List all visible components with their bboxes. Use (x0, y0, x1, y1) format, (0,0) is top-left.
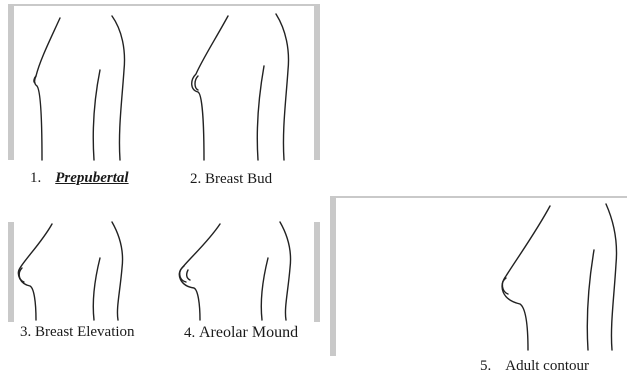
stage-5-figure (490, 202, 629, 352)
stage-3-figure (12, 222, 152, 322)
stage-3-label: 3. Breast Elevation (20, 324, 135, 341)
stage-3-name: Breast Elevation (35, 324, 135, 340)
stage-4-number: 4. (184, 325, 195, 342)
stage-2-name: Breast Bud (205, 171, 272, 187)
stage-3-number: 3. (20, 324, 31, 341)
stage-4-label: 4. Areolar Mound (184, 324, 298, 342)
stage-2-label: 2. Breast Bud (190, 171, 272, 188)
stage-4-figure (172, 222, 312, 322)
stage-4-name: Areolar Mound (199, 324, 298, 341)
stage-1-figure (20, 10, 160, 170)
stage-1-label: 1. Prepubertal (30, 170, 137, 187)
stage-2-figure (178, 10, 318, 170)
stage-1-number: 1. (30, 170, 41, 187)
stage-5-label: 5. Adult contour (480, 358, 589, 375)
stage-5-name: Adult contour (505, 358, 589, 374)
stage-5-number: 5. (480, 358, 491, 375)
stage-2-number: 2. (190, 171, 201, 188)
stage-1-name: Prepubertal (55, 170, 136, 186)
